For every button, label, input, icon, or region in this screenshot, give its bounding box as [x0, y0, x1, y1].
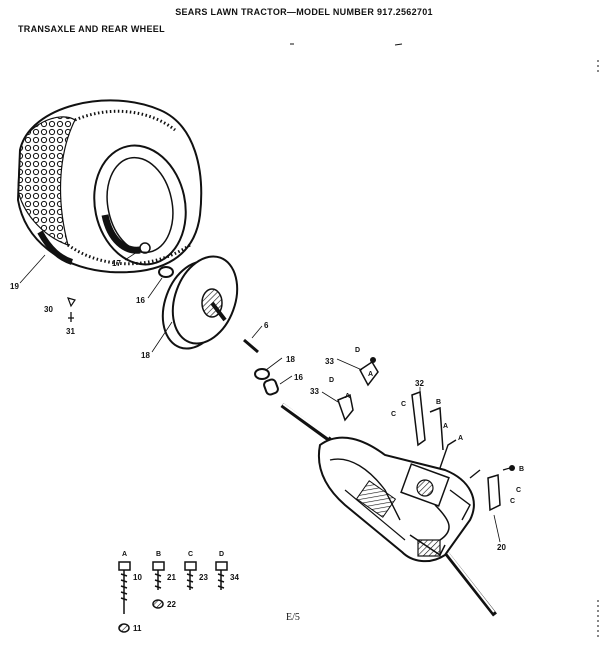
key-part-22: 22 — [167, 600, 176, 609]
key-letter-A: A — [122, 551, 127, 558]
callout-Cd: C — [510, 498, 515, 505]
key-letter-B: B — [156, 551, 161, 558]
diagram-subtitle: TRANSAXLE AND REAR WHEEL — [18, 24, 165, 34]
washer — [158, 266, 174, 278]
key-letter-D: D — [219, 551, 224, 558]
callout-Cc: C — [516, 487, 521, 494]
callout-D: D — [355, 347, 360, 354]
hardware-key: A 10 11 B 21 22 C 23 D 34 — [118, 551, 239, 633]
key-part-10: 10 — [133, 573, 142, 582]
callout-20: 20 — [497, 543, 506, 552]
diagram-title: SEARS LAWN TRACTOR—MODEL NUMBER 917.2562… — [175, 7, 433, 17]
callout-18: 18 — [141, 351, 150, 360]
callout-16: 16 — [136, 296, 145, 305]
rear-tire — [16, 99, 203, 274]
page-code: E/5 — [286, 612, 300, 623]
key-letter-C: C — [188, 551, 193, 558]
callout-Db: D — [329, 377, 334, 384]
callout-Ad: A — [458, 435, 463, 442]
callout-18b: 18 — [286, 355, 295, 364]
valve-stem — [139, 242, 151, 254]
callout-31: 31 — [66, 327, 75, 336]
wheel-rim — [161, 255, 239, 350]
callout-Ac: A — [443, 423, 448, 430]
callout-17: 17 — [112, 259, 121, 268]
key-part-34: 34 — [230, 573, 239, 582]
transaxle-housing — [317, 436, 481, 563]
axle-shaft — [280, 402, 497, 617]
callout-Cb: C — [391, 411, 396, 418]
callout-33: 33 — [325, 357, 334, 366]
callout-30: 30 — [44, 305, 53, 314]
callout-6: 6 — [264, 321, 269, 330]
callout-C: C — [401, 401, 406, 408]
key-part-21: 21 — [167, 573, 176, 582]
callout-19: 19 — [10, 282, 19, 291]
callout-A: A — [368, 371, 373, 378]
callout-32: 32 — [415, 379, 424, 388]
callout-B: B — [436, 399, 441, 406]
callout-Ab: A — [345, 393, 350, 400]
key-part-11: 11 — [133, 624, 142, 633]
callout-33b: 33 — [310, 387, 319, 396]
callout-16b: 16 — [294, 373, 303, 382]
callout-Bb: B — [519, 466, 524, 473]
key-part-23: 23 — [199, 573, 208, 582]
